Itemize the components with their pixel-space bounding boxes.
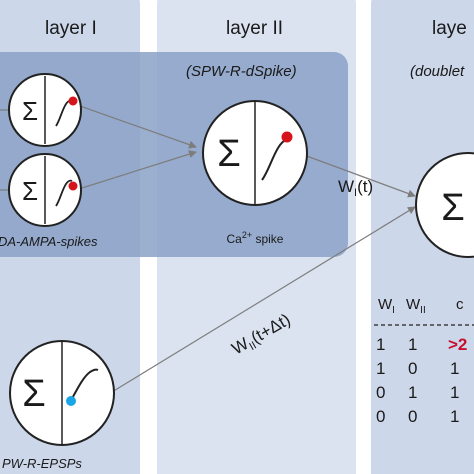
- sigma-icon: Σ: [22, 176, 38, 206]
- table-header-wii: WII: [406, 296, 426, 316]
- red-spike-dot: [68, 181, 78, 191]
- sigma-icon: Σ: [217, 133, 241, 175]
- neuron-layer1-bottom: Σ: [9, 340, 115, 446]
- ca-spike-label: Ca2+ spike: [227, 230, 284, 246]
- table-cell: 1: [408, 335, 417, 354]
- layer2-title: layer II: [226, 18, 283, 39]
- table-cell: 1: [450, 383, 459, 402]
- table-cell: 1: [450, 407, 459, 426]
- table-cell: 0: [408, 359, 417, 378]
- table-cell-emphasis: >2: [448, 335, 467, 354]
- neuron-layer3: Σ: [415, 152, 474, 258]
- arrow-n4-to-n5: [111, 206, 416, 393]
- arrow-n2-to-n3: [81, 150, 197, 189]
- table-header-third: c: [456, 296, 464, 313]
- table-cell: 1: [376, 335, 385, 354]
- sigma-icon: Σ: [22, 96, 38, 126]
- red-spike-dot: [281, 131, 293, 143]
- table-header-wi: WI: [378, 296, 395, 316]
- weight-wi-label: WI(t): [338, 177, 373, 199]
- arrow-n3-to-n5: [303, 154, 416, 198]
- table-cell: 1: [376, 359, 385, 378]
- nmda-ampa-label: DA-AMPA-spikes: [0, 234, 98, 249]
- neuron-layer1-middle: Σ: [8, 153, 82, 227]
- table-cell: 1: [408, 383, 417, 402]
- table-cell: 0: [376, 407, 385, 426]
- arrow-n1-to-n3: [79, 105, 197, 149]
- spw-r-epsps-label: PW-R-EPSPs: [2, 456, 82, 471]
- table-cell: 1: [450, 359, 459, 378]
- layer3-panel: [371, 0, 474, 474]
- sigma-icon: Σ: [441, 187, 465, 229]
- neuron-layer2: Σ: [202, 100, 308, 206]
- red-spike-dot: [68, 96, 78, 106]
- table-cell: 0: [408, 407, 417, 426]
- neuron-layer1-top: Σ: [8, 73, 82, 147]
- layer1-title: layer I: [45, 18, 97, 39]
- weight-truth-table: WI WII c 1 1 >2 1 0 1 0 1 1 0 0 1: [374, 296, 474, 426]
- sigma-icon: Σ: [22, 373, 46, 415]
- blue-spike-dot: [66, 396, 76, 406]
- layer3-title: laye: [432, 18, 467, 39]
- spw-r-dspike-label: (SPW-R-dSpike): [186, 63, 297, 80]
- table-cell: 0: [376, 383, 385, 402]
- doublet-label: (doublet: [410, 63, 465, 80]
